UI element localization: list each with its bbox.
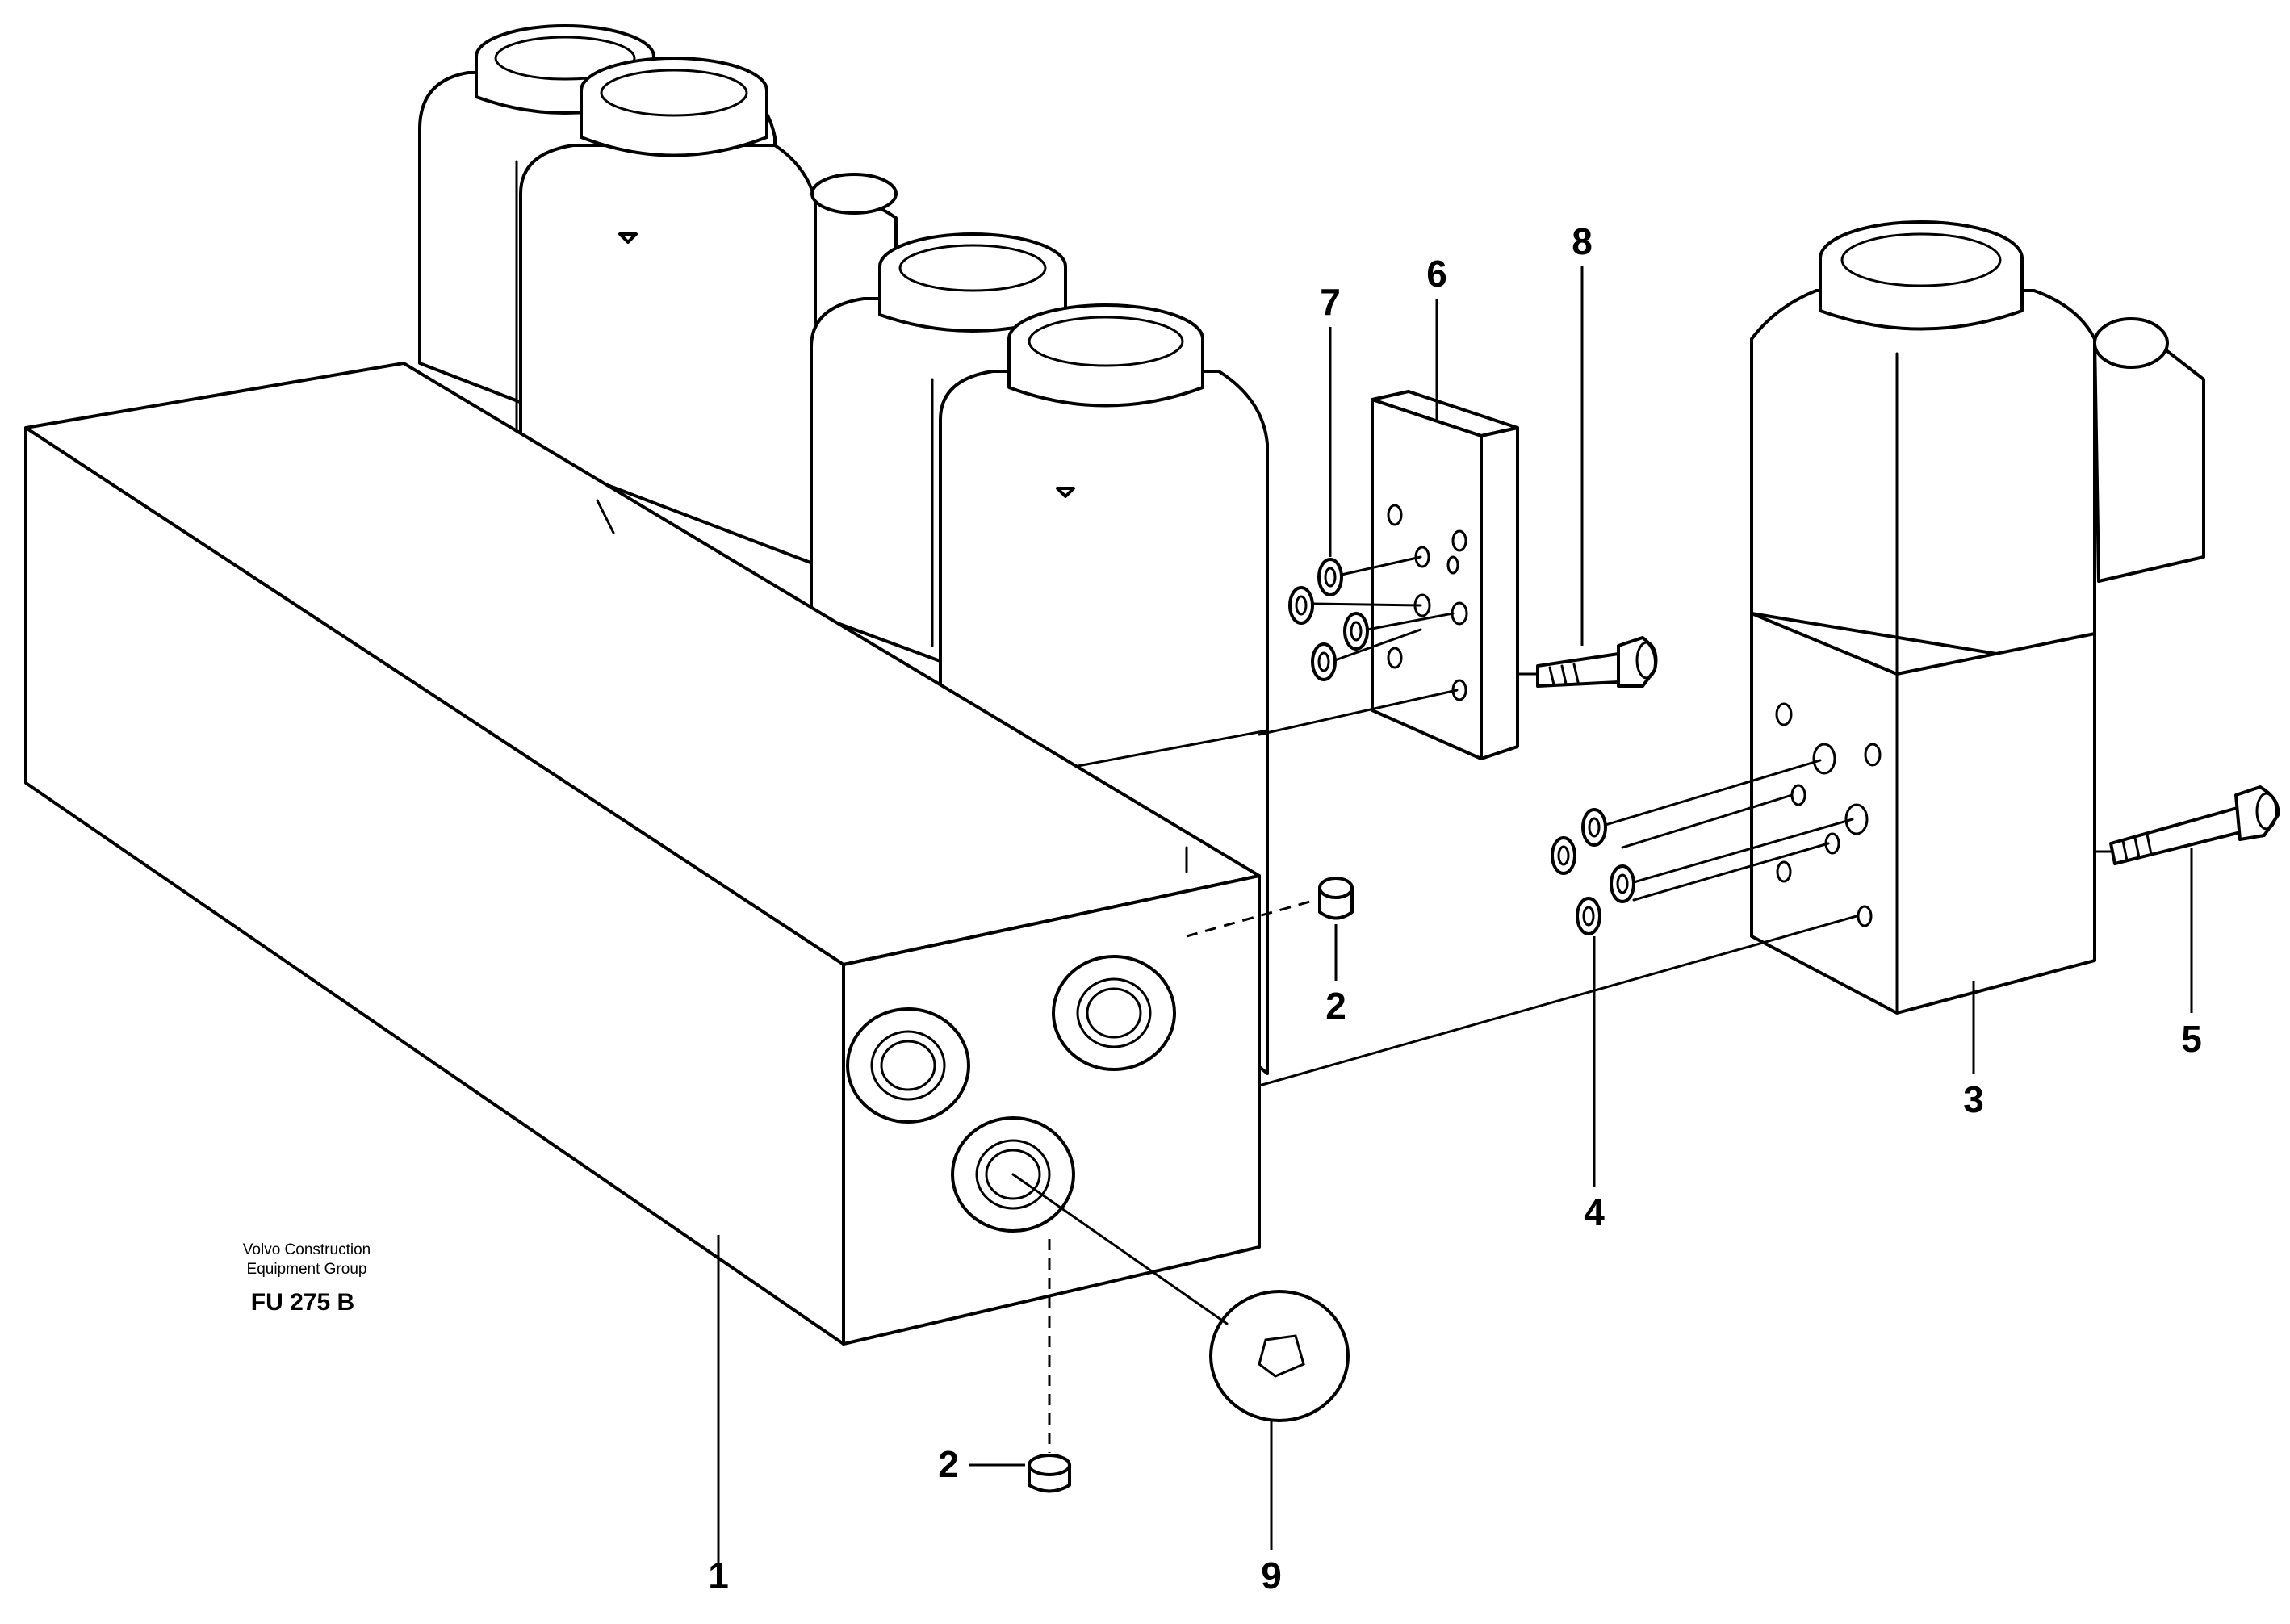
- callout-6: 6: [1426, 253, 1447, 295]
- threaded-plug-9: [1209, 1290, 1350, 1422]
- port-top-left: [846, 1007, 970, 1124]
- bolt-8: [1516, 636, 1658, 688]
- rear-solenoid-coil-right: [519, 57, 818, 567]
- valve-manifold-block: [24, 362, 1261, 1346]
- rear-connector: [810, 173, 898, 324]
- callout-2-lower: 2: [938, 1443, 959, 1485]
- callout-5: 5: [2181, 1018, 2202, 1060]
- plug-upper: [1318, 877, 1354, 920]
- solenoid-valve-3: [1750, 220, 2205, 1015]
- o-rings-set-7: [1288, 555, 1455, 681]
- callout-7: 7: [1320, 281, 1341, 323]
- callout-1: 1: [708, 1555, 729, 1597]
- figure-code: FU 275 B: [251, 1289, 354, 1316]
- port-top-right: [1052, 955, 1176, 1071]
- o-rings-set-4: [1551, 759, 1854, 935]
- credit-line-2: Equipment Group: [247, 1261, 367, 1278]
- adapter-plate: [1371, 390, 1519, 760]
- credit-line-1: Volvo Construction: [243, 1241, 371, 1258]
- bolt-5: [2093, 785, 2280, 865]
- callout-2-upper: 2: [1325, 985, 1346, 1027]
- callout-9: 9: [1261, 1555, 1282, 1597]
- callout-4: 4: [1584, 1191, 1605, 1233]
- callout-3: 3: [1963, 1078, 1984, 1120]
- plug-lower: [1028, 1454, 1071, 1493]
- callout-8: 8: [1572, 220, 1593, 262]
